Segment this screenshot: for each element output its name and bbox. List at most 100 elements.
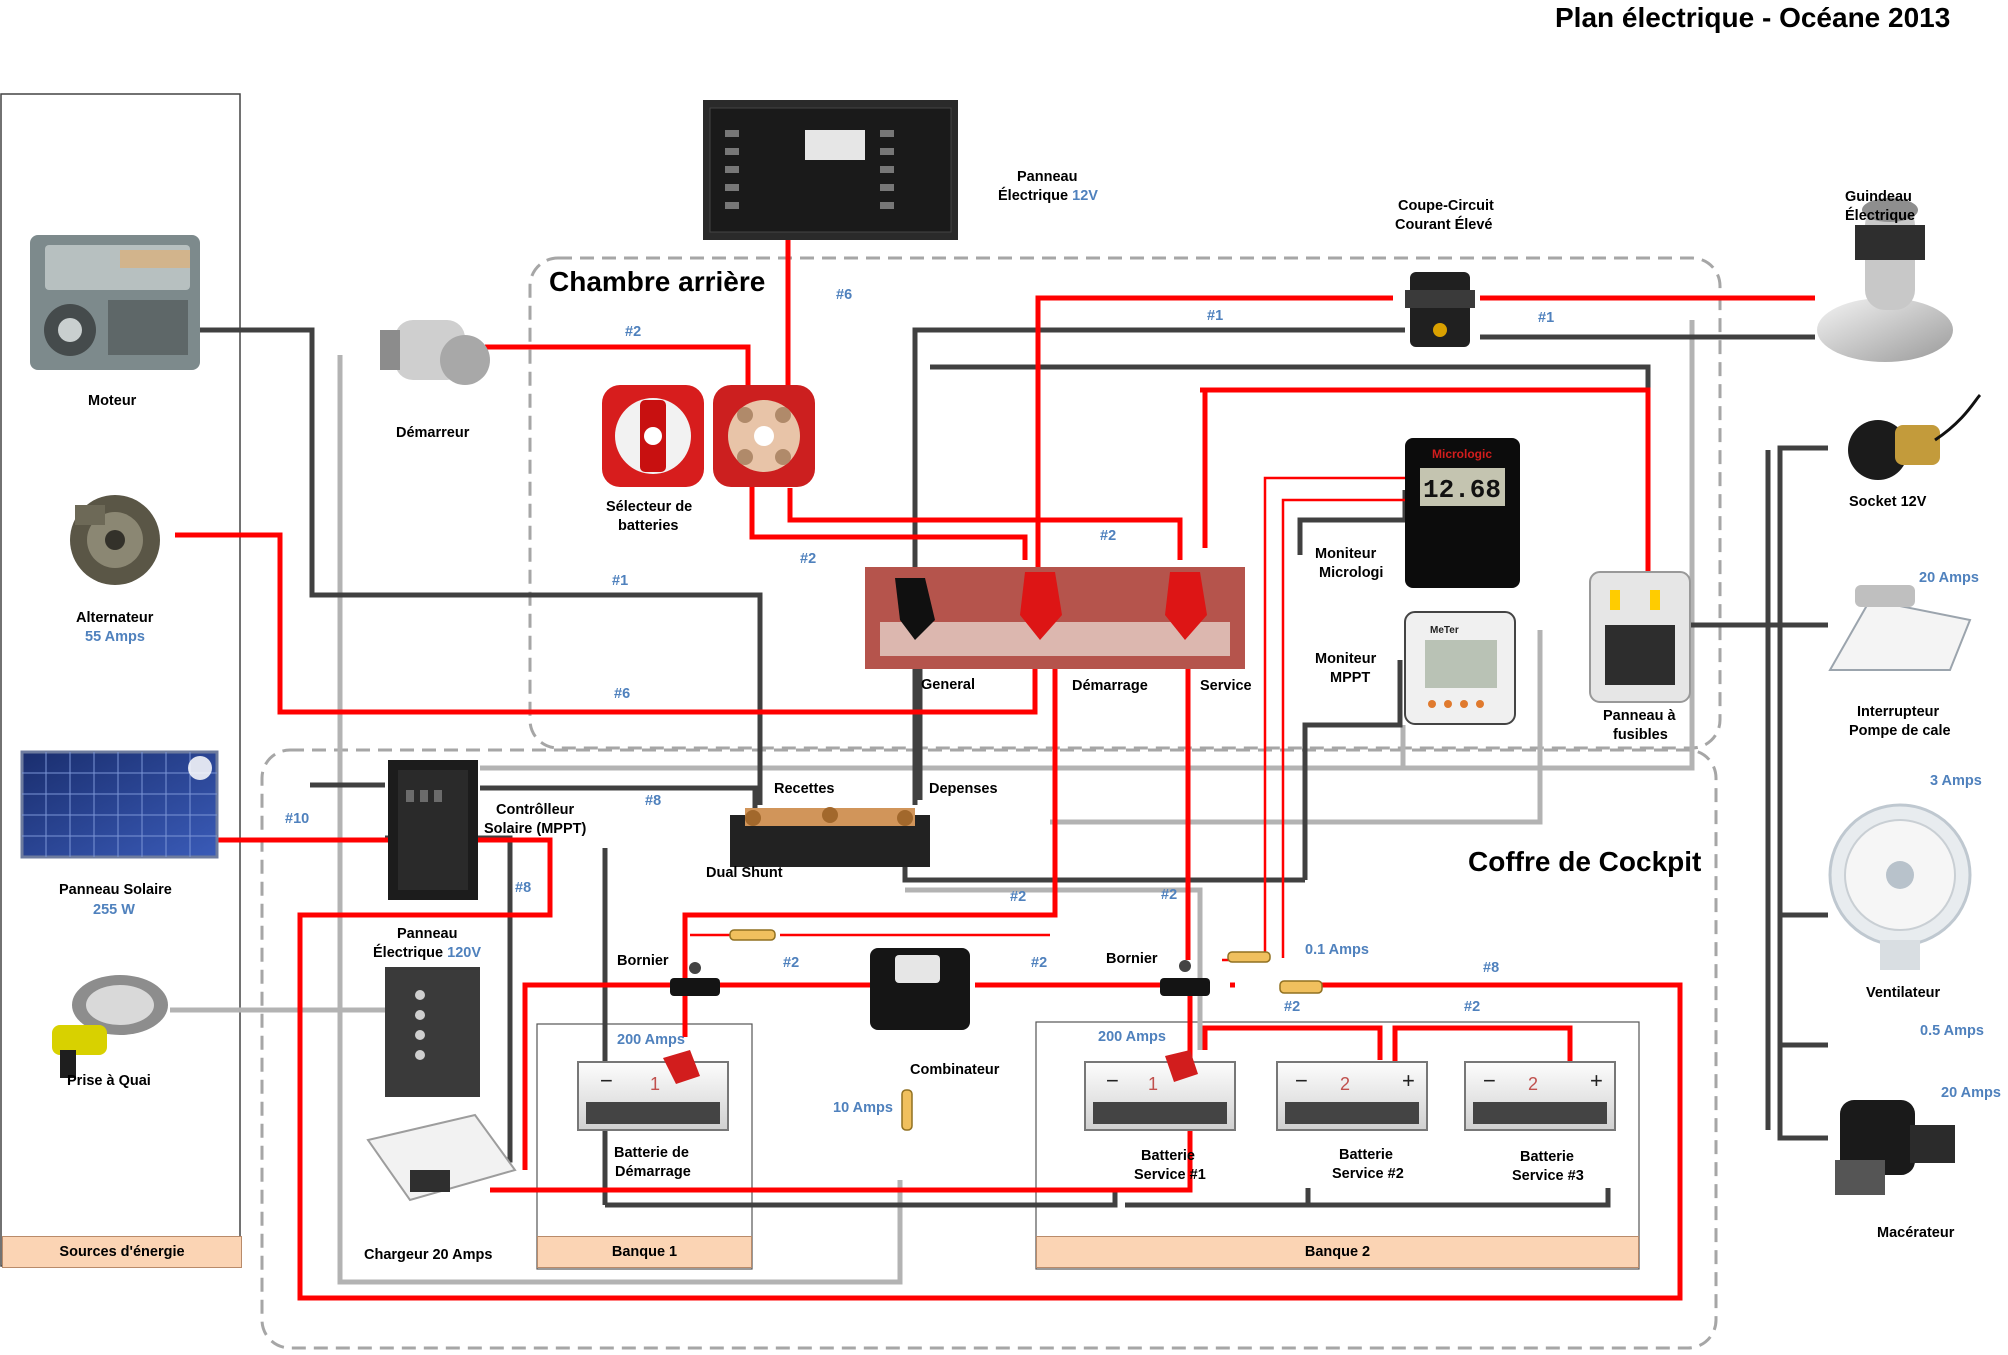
dual-shunt-icon (730, 807, 930, 867)
battery-selector-back-icon (713, 385, 815, 487)
electrical-panel-120v-icon (385, 967, 480, 1097)
meter-brand: MeTer (1430, 625, 1459, 636)
label-fusibles-2: fusibles (1613, 727, 1668, 743)
micrologic-monitor-icon (1405, 438, 1520, 588)
label-selecteur-2: batteries (618, 518, 679, 534)
label-batt-s3-2: Service #3 (1512, 1168, 1584, 1184)
gauge-2c: #2 (1010, 889, 1027, 905)
label-moteur: Moteur (88, 393, 137, 409)
label-panneau120-2: Électrique 120V (373, 945, 482, 961)
coffre-cockpit-zone (260, 748, 1718, 1350)
label-pompe-1: Interrupteur (1857, 704, 1940, 720)
svg-text:−: − (1106, 1068, 1119, 1093)
label-bornier-right: Bornier (1106, 951, 1158, 967)
battery-start-number: 1 (650, 1074, 660, 1094)
gauge-8b: #8 (515, 880, 532, 896)
label-micro-1: Moniteur (1315, 546, 1377, 562)
footer-banque1: Banque 1 (537, 1236, 752, 1268)
label-general: General (921, 677, 975, 693)
gauge-2d: #2 (1161, 887, 1178, 903)
terminal-block-right-icon (1160, 960, 1210, 996)
label-panneau-solaire: Panneau Solaire (59, 882, 172, 898)
label-macerateur: Macérateur (1877, 1225, 1955, 1241)
label-batt-s3-1: Batterie (1520, 1149, 1574, 1165)
gauge-sel-2: #2 (1100, 528, 1117, 544)
inline-fuses (729, 929, 1323, 1131)
amp-label-05: 0.5 Amps (1920, 1023, 1984, 1039)
battery-service3-icon: − + (1464, 1061, 1616, 1131)
battery-service2-number: 2 (1340, 1074, 1350, 1094)
chambre-arriere-zone (528, 256, 1722, 750)
gauge-8a: #8 (645, 793, 662, 809)
gauge-8c: #8 (1483, 960, 1500, 976)
gauge-1b: #1 (1538, 310, 1555, 326)
shore-plug-icon (52, 975, 168, 1078)
svg-text:−: − (1483, 1068, 1496, 1093)
svg-text:+: + (1402, 1068, 1415, 1093)
label-recettes: Recettes (774, 781, 835, 797)
gauge-2f: #2 (1031, 955, 1048, 971)
battery-service2-icon: − + (1276, 1061, 1428, 1131)
gauge-top-6: #6 (836, 287, 853, 303)
combiner-icon (870, 948, 970, 1030)
gauge-2e: #2 (783, 955, 800, 971)
label-demarrage: Démarrage (1072, 678, 1148, 694)
zone-label-chambre-arriere: Chambre arrière (549, 266, 766, 297)
label-bornier-left: Bornier (617, 953, 669, 969)
amp-label-macerateur: 20 Amps (1941, 1085, 2001, 1101)
positive-wires-thin (690, 476, 1405, 990)
charger-icon (366, 1113, 517, 1202)
starter-motor-icon (380, 320, 490, 385)
label-combinateur: Combinateur (910, 1062, 1000, 1078)
micrologic-brand: Micrologic (1432, 447, 1492, 461)
electrical-panel-12v-icon (703, 100, 958, 240)
battery-start-icon: − (577, 1050, 729, 1131)
label-depenses: Depenses (929, 781, 998, 797)
solar-panel-icon (20, 750, 219, 859)
fan-icon (1828, 803, 1972, 970)
socket-12v-icon (1848, 393, 1982, 480)
label-panneau12-1: Panneau (1017, 169, 1078, 185)
mppt-monitor-icon (1404, 611, 1516, 725)
banque1-frame (536, 1023, 753, 1270)
label-micro-2: Micrologi (1319, 565, 1384, 581)
amp-label-ventilateur: 3 Amps (1930, 773, 1982, 789)
label-controleur-1: Contrôlleur (496, 802, 575, 818)
amp-label-200-right: 200 Amps (1098, 1029, 1166, 1045)
negative-wires (200, 327, 1828, 1208)
battery-selector-icon (602, 385, 704, 487)
footer-banque2: Banque 2 (1036, 1236, 1639, 1268)
label-alternateur: Alternateur (76, 610, 154, 626)
amp-label-10: 10 Amps (833, 1100, 893, 1116)
label-fusibles-1: Panneau à (1603, 708, 1676, 724)
label-prise-quai: Prise à Quai (67, 1073, 151, 1089)
gauge-1c: #1 (612, 573, 629, 589)
label-selecteur-1: Sélecteur de (606, 499, 693, 515)
windlass-icon (1817, 198, 1953, 362)
gauge-mid-2: #2 (800, 551, 817, 567)
alternator-icon (70, 495, 160, 585)
battery-service3-number: 2 (1528, 1074, 1538, 1094)
page-title: Plan électrique - Océane 2013 (1555, 2, 1951, 33)
svg-text:+: + (1590, 1068, 1603, 1093)
label-panneau12-2: Électrique 12V (998, 188, 1098, 204)
label-dual-shunt: Dual Shunt (706, 865, 783, 881)
gauge-dem-2: #2 (625, 324, 642, 340)
label-panneau120-1: Panneau (397, 926, 458, 942)
label-coupe-1: Coupe-Circuit (1398, 198, 1494, 214)
battery-service1-number: 1 (1148, 1074, 1158, 1094)
amp-label-200-left: 200 Amps (617, 1032, 685, 1048)
label-ventilateur: Ventilateur (1866, 985, 1941, 1001)
label-socket: Socket 12V (1849, 494, 1927, 510)
label-demarreur: Démarreur (396, 425, 470, 441)
gray-wires (170, 320, 1695, 1285)
label-controleur-2: Solaire (MPPT) (484, 821, 587, 837)
battery-jumpers (1202, 1025, 1573, 1065)
battery-service1-icon: − (1084, 1050, 1236, 1131)
label-chargeur: Chargeur 20 Amps (364, 1247, 493, 1263)
gauge-2h: #2 (1464, 999, 1481, 1015)
zone-label-coffre-cockpit: Coffre de Cockpit (1468, 846, 1702, 877)
gauge-6b: #6 (614, 686, 631, 702)
label-panneau-solaire-spec: 255 W (93, 902, 135, 918)
banque2-frame (1035, 1021, 1640, 1270)
